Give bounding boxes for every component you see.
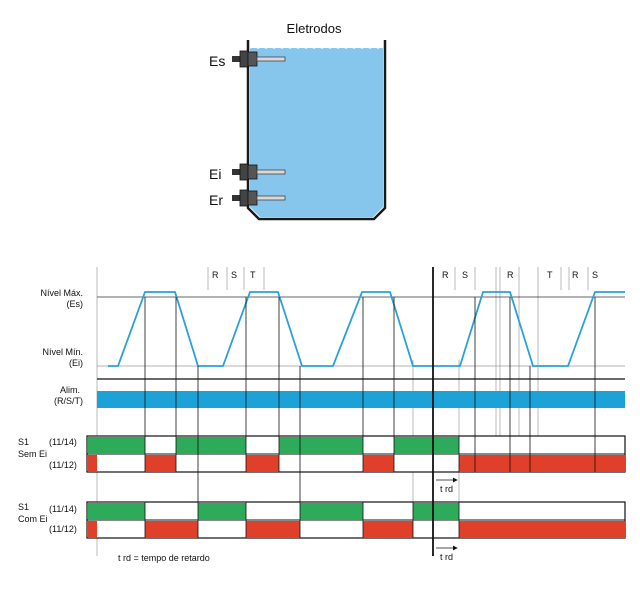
power-bar	[97, 391, 625, 408]
level-max-label: Nível Máx.	[40, 288, 83, 298]
transition-lines	[144, 297, 596, 502]
s1-sem-contact-nc: (11/12)	[49, 460, 77, 470]
marker: T	[250, 270, 256, 280]
electrode-er: Er	[209, 189, 286, 208]
s1-sem-ei-block: S1 Sem Ei (11/14) (11/12)	[18, 435, 626, 473]
marker: R	[507, 270, 514, 280]
s1-sem-contact-no: (11/14)	[49, 437, 77, 447]
electrode-ei: Ei	[209, 163, 286, 182]
timing-diagram: R S T R S R T R S Nível Máx. (Es) Nível …	[18, 267, 626, 563]
level-min-sub: (Ei)	[69, 358, 83, 368]
level-max-sub: (Es)	[67, 299, 84, 309]
trd-legend: t rd = tempo de retardo	[118, 553, 210, 563]
s1-com-contact-no: (11/14)	[49, 504, 77, 514]
tank-water	[250, 48, 383, 217]
s1-com-subtitle: Com Ei	[18, 514, 48, 524]
marker: S	[231, 270, 237, 280]
water-surface	[249, 45, 384, 49]
trd-label-2: t rd	[440, 552, 453, 562]
s1-com-ei-block: S1 Com Ei (11/14) (11/12)	[18, 501, 626, 539]
level-labels: Nível Máx. (Es) Nível Mín. (Ei) Alim. (R…	[40, 288, 83, 406]
electrode-ei-label: Ei	[209, 166, 221, 182]
marker: S	[462, 270, 468, 280]
s1-com-title: S1	[18, 502, 29, 512]
s1-sem-subtitle: Sem Ei	[18, 449, 47, 459]
s1-com-contact-nc: (11/12)	[49, 524, 77, 534]
electrode-es-label: Es	[209, 53, 225, 69]
marker: T	[547, 270, 553, 280]
level-min-label: Nível Mín.	[42, 347, 83, 357]
trd-label-1: t rd	[440, 484, 453, 494]
marker: S	[592, 270, 598, 280]
trd-dimension-1: t rd	[436, 477, 458, 494]
electrode-er-label: Er	[209, 192, 223, 208]
marker: R	[442, 270, 449, 280]
tank-illustration: Eletrodos Es Ei Er	[209, 21, 387, 221]
power-label: Alim.	[60, 385, 80, 395]
marker: R	[572, 270, 579, 280]
electrode-es: Es	[209, 50, 286, 69]
tank-title: Eletrodos	[287, 21, 342, 36]
phase-markers: R S T R S R T R S	[212, 270, 598, 280]
trd-dimension-2: t rd	[436, 545, 458, 562]
power-sub: (R/S/T)	[54, 396, 83, 406]
level-curve	[108, 291, 625, 367]
s1-sem-title: S1	[18, 437, 29, 447]
marker: R	[212, 270, 219, 280]
